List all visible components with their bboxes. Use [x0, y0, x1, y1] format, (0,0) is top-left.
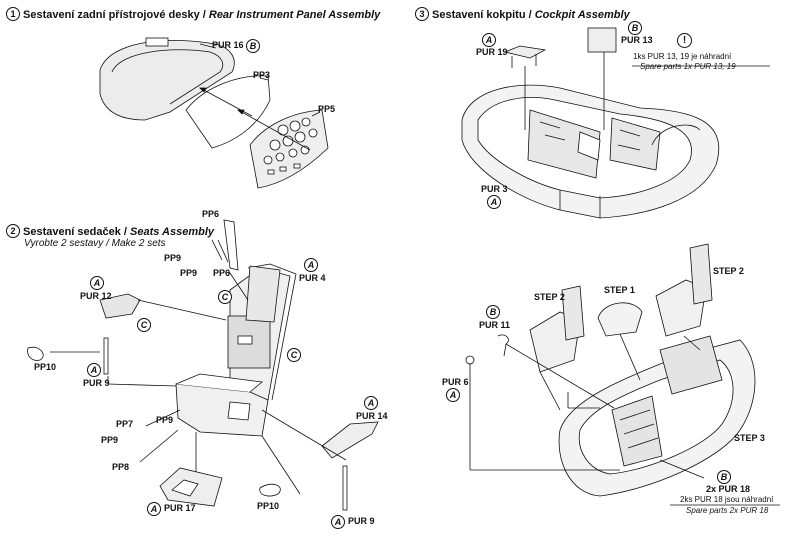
pur12-headrest-drawing — [99, 293, 141, 319]
spare-note-13-19-en: Spare parts 1x PUR 13, 19 — [640, 62, 736, 71]
label-pp7: PP7 — [116, 419, 134, 429]
pur9-rod-drawing — [103, 337, 348, 511]
badge-a-pur9-left: A — [87, 363, 101, 377]
section-3-number: 3 — [415, 7, 429, 21]
badge-c-pur12: C — [137, 318, 151, 332]
section-1-title-en: Rear Instrument Panel Assembly — [208, 9, 381, 21]
label-pp5: PP5 — [318, 104, 336, 114]
pur13-part-drawing — [587, 27, 617, 130]
seat-assembly-leader-lines — [50, 269, 347, 495]
label-pur3: PUR 3 — [481, 184, 508, 194]
section-3-title-en: Cockpit Assembly — [534, 9, 630, 21]
warning-icon: ! — [677, 33, 692, 48]
badge-c-seat-upper: C — [218, 290, 232, 304]
badge-a-pur14: A — [364, 396, 378, 410]
section-3-separator: / — [528, 9, 532, 21]
label-step3: STEP 3 — [734, 433, 765, 443]
pp6-harness-drawing — [211, 219, 239, 271]
label-pur13: PUR 13 — [621, 35, 653, 45]
label-pur18: 2x PUR 18 — [706, 484, 751, 494]
badge-a-pur4: A — [304, 258, 318, 272]
badge-a-pur9-bottom: A — [331, 515, 345, 529]
pp5-instrument-panel-drawing — [249, 109, 329, 189]
cockpit-tub-drawing — [461, 84, 720, 219]
cockpit-step-leader-lines — [505, 333, 705, 479]
pp3-panel-drawing — [185, 75, 271, 149]
rear-panel-coaming-drawing — [99, 37, 235, 121]
label-pp8: PP8 — [112, 462, 130, 472]
label-pp9-low: PP9 — [156, 415, 174, 425]
step1-part-drawing — [597, 302, 643, 337]
label-pur17: PUR 17 — [164, 503, 196, 513]
label-step1: STEP 1 — [604, 285, 635, 295]
badge-a-pur6: A — [446, 388, 460, 402]
section-1-number: 1 — [6, 7, 20, 21]
label-pur9-left: PUR 9 — [83, 378, 110, 388]
badge-b-pur18: B — [717, 470, 731, 484]
label-pur9-bottom: PUR 9 — [348, 516, 375, 526]
badge-b-pur11: B — [486, 305, 500, 319]
label-pp9-low2: PP9 — [101, 435, 119, 445]
label-pur6: PUR 6 — [442, 377, 469, 387]
section-1-title-cz: Sestavení zadní přístrojové desky — [23, 9, 200, 21]
pp10-handle-drawing — [27, 346, 281, 497]
section-2-subtitle: Vyrobte 2 sestavy / Make 2 sets — [24, 238, 166, 249]
label-pp10-left: PP10 — [34, 362, 57, 372]
badge-a-pur12: A — [90, 276, 104, 290]
step2-left-seat-drawing — [529, 285, 585, 373]
spare-note-18-cz: 2ks PUR 18 jsou náhradní — [680, 495, 774, 504]
label-pur14: PUR 14 — [356, 411, 388, 421]
label-pp9-top-b: PP9 — [180, 268, 198, 278]
spare-note-13-19-en-text: Spare parts 1x PUR 13, 19 — [640, 62, 736, 71]
seat-base-drawing — [175, 373, 269, 437]
spare-note-18-en-text: Spare parts 2x PUR 18 — [686, 506, 769, 515]
label-pur4: PUR 4 — [299, 273, 326, 283]
section-2-title-cz: Sestavení sedaček — [23, 226, 121, 238]
section-1-separator: / — [202, 9, 206, 21]
badge-b-pur13: B — [628, 21, 642, 35]
pur14-side-panel-drawing — [321, 421, 379, 459]
section-2-number: 2 — [6, 224, 20, 238]
spare-note-18-en: Spare parts 2x PUR 18 — [686, 506, 768, 515]
label-pur12: PUR 12 — [80, 291, 112, 301]
pur17-footrest-drawing — [159, 467, 223, 507]
label-step2-right: STEP 2 — [713, 266, 744, 276]
badge-b-pur16: B — [246, 39, 260, 53]
label-pp9-top-a: PP9 — [164, 253, 182, 263]
badge-c-seat-panel: C — [287, 348, 301, 362]
step3-cockpit-drawing — [558, 335, 756, 497]
pur19-bracket-drawing — [503, 45, 547, 130]
step2-right-seat-drawing — [655, 243, 713, 337]
section-2-title-en: Seats Assembly — [130, 226, 215, 238]
label-step2-left: STEP 2 — [534, 292, 565, 302]
badge-a-pur3: A — [487, 195, 501, 209]
label-pur11: PUR 11 — [479, 320, 511, 330]
label-pp6-mid: PP6 — [213, 268, 231, 278]
label-pur16: PUR 16 — [212, 40, 244, 50]
badge-a-pur17: A — [147, 502, 161, 516]
spare-note-13-19-cz: 1ks PUR 13, 19 je náhradní — [633, 52, 732, 61]
section-3-title-cz: Sestavení kokpitu — [432, 9, 526, 21]
badge-a-pur19: A — [482, 33, 496, 47]
rear-panel-assembly-arrows — [199, 43, 321, 151]
label-pp10-bottom: PP10 — [257, 501, 280, 511]
label-pur19: PUR 19 — [476, 47, 508, 57]
label-pp6-top: PP6 — [202, 209, 220, 219]
section-2-separator: / — [123, 226, 127, 238]
label-pp3: PP3 — [253, 70, 271, 80]
